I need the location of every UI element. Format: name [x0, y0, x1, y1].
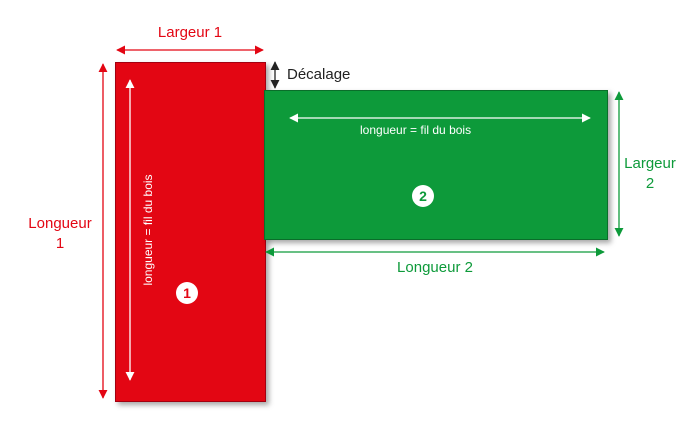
- length-1-label-line1: Longueur: [28, 215, 92, 232]
- width-1-label: Largeur 1: [157, 24, 223, 41]
- width-2-label-line1: Largeur: [624, 155, 676, 172]
- offset-label: Décalage: [287, 66, 351, 83]
- length-2-label: Longueur 2: [397, 259, 473, 276]
- width-2-label-line2: 2: [645, 175, 655, 192]
- board-2-number-badge: 2: [412, 185, 434, 207]
- grain-label-1: longueur = fil du bois: [141, 174, 155, 286]
- length-1-label-line2: 1: [55, 235, 65, 252]
- board-1: [115, 62, 266, 402]
- board-1-number-badge: 1: [176, 282, 198, 304]
- grain-label-2: longueur = fil du bois: [360, 123, 472, 137]
